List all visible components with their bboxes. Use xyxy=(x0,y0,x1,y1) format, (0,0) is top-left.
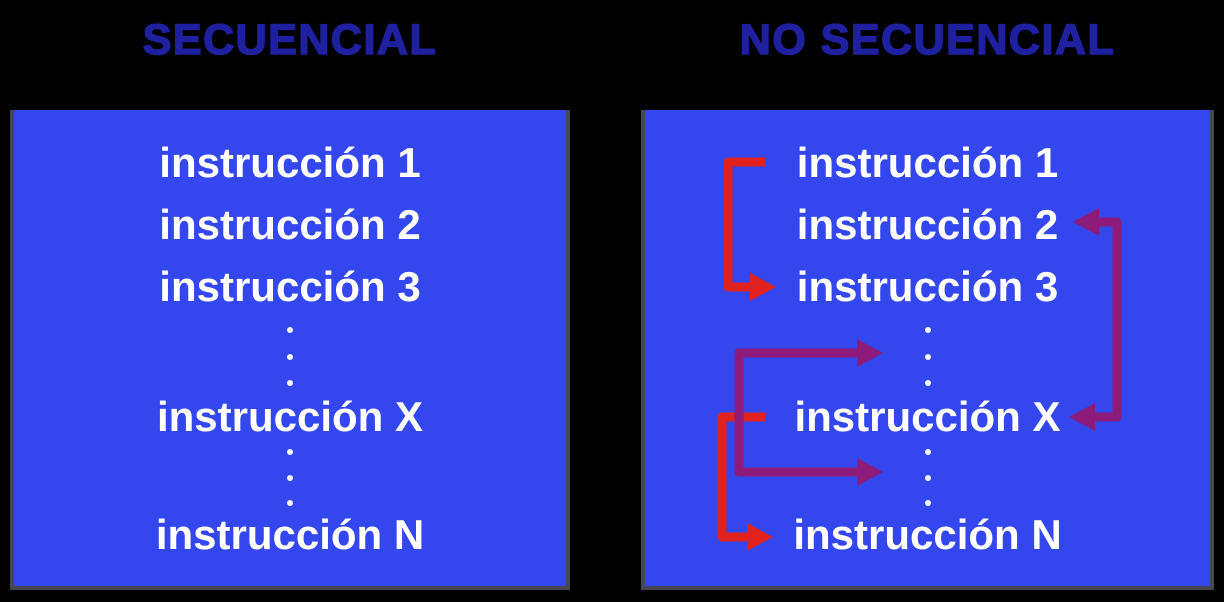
ellipsis-dot xyxy=(924,327,931,333)
ellipsis-dot xyxy=(924,500,931,506)
instruction-line: instrucción N xyxy=(793,511,1062,558)
ellipsis-dot xyxy=(287,354,293,360)
instruction-line: instrucción 2 xyxy=(159,201,421,248)
ellipsis-dot xyxy=(287,327,293,333)
ellipsis-dot xyxy=(924,354,931,360)
instruction-line: instrucción X xyxy=(156,393,424,440)
ellipsis-dot xyxy=(287,500,293,506)
instruction-line: instrucción 3 xyxy=(159,263,421,310)
ellipsis-dot xyxy=(924,475,931,481)
non-sequential-box: instrucción 1 instrucción 2 instrucción 3 i… xyxy=(641,110,1214,590)
instruction-line: instrucción X xyxy=(794,393,1061,440)
instruction-line: instrucción 1 xyxy=(796,139,1059,186)
sequential-box: instrucción 1 instrucción 2 instrucción 3 i… xyxy=(10,110,570,590)
ellipsis-dot xyxy=(287,449,293,455)
ellipsis-dot xyxy=(924,449,931,455)
ellipsis-dot xyxy=(287,380,293,386)
ellipsis-dot xyxy=(924,380,931,386)
sequential-title: SECUENCIAL xyxy=(142,15,438,65)
ellipsis-dot xyxy=(287,475,293,481)
instruction-line: instrucción 2 xyxy=(796,201,1059,248)
instruction-line: instrucción 3 xyxy=(796,263,1059,310)
instruction-line: instrucción 1 xyxy=(159,139,421,186)
non-sequential-title: NO SECUENCIAL xyxy=(739,15,1116,65)
arrowhead-right xyxy=(857,339,883,367)
arrowhead-right xyxy=(857,458,883,486)
instruction-line: instrucción N xyxy=(155,511,425,558)
